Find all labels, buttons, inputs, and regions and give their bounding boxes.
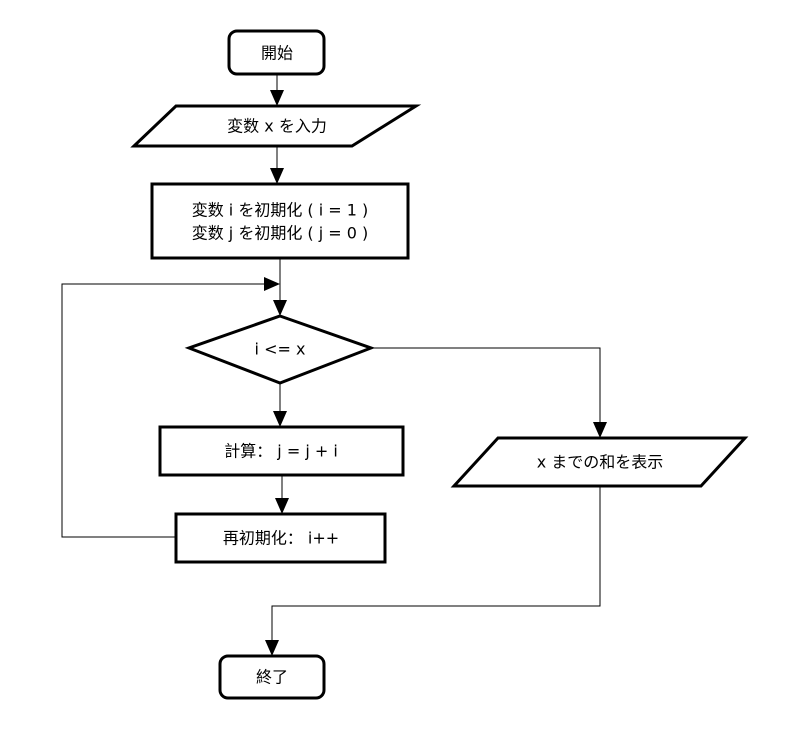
arrowhead-to-compute	[273, 411, 287, 427]
compute-node: 計算： j = j + i	[158, 425, 405, 477]
end-label: 終了	[256, 668, 288, 687]
condition-node: i <= x	[184, 314, 376, 385]
arrowhead-to-end	[265, 640, 279, 656]
init-node: 変数 i を初期化 ( i = 1 ) 変数 j を初期化 ( j = 0 )	[150, 182, 410, 260]
input-label: 変数 x を入力	[227, 117, 327, 136]
arrowheads	[264, 90, 607, 656]
end-terminal-shape	[218, 654, 326, 700]
reinit-process-shape	[174, 512, 387, 564]
end-node: 終了	[218, 654, 326, 700]
arrowhead-to-reinit	[275, 498, 289, 514]
output-node: x までの和を表示	[450, 436, 749, 488]
arrowhead-to-output	[593, 422, 607, 438]
input-parallelogram-shape	[130, 104, 422, 148]
connector-loop-back	[61, 283, 266, 538]
reinit-label: 再初期化： i++	[223, 529, 339, 548]
output-label: x までの和を表示	[537, 453, 664, 472]
arrowhead-loop-entry	[264, 277, 280, 291]
input-node: 変数 x を入力	[130, 104, 422, 148]
compute-label: 計算： j = j + i	[224, 442, 338, 461]
init-i-label: 変数 i を初期化 ( i = 1 )	[192, 201, 369, 220]
connector-output-end	[271, 486, 601, 642]
start-label: 開始	[261, 44, 293, 63]
init-process-shape	[150, 182, 410, 260]
arrowhead-to-condition	[273, 300, 287, 316]
connector-condition-output	[371, 347, 601, 426]
arrowhead-to-input	[270, 90, 284, 106]
condition-diamond-shape	[184, 314, 376, 385]
compute-process-shape	[158, 425, 405, 477]
arrowhead-to-init	[270, 168, 284, 184]
reinit-node: 再初期化： i++	[174, 512, 387, 564]
start-node: 開始	[227, 29, 326, 76]
connectors	[61, 74, 601, 642]
output-parallelogram-shape	[450, 436, 749, 488]
condition-label: i <= x	[255, 340, 306, 359]
start-terminal-shape	[227, 29, 326, 76]
init-j-label: 変数 j を初期化 ( j = 0 )	[192, 224, 369, 243]
